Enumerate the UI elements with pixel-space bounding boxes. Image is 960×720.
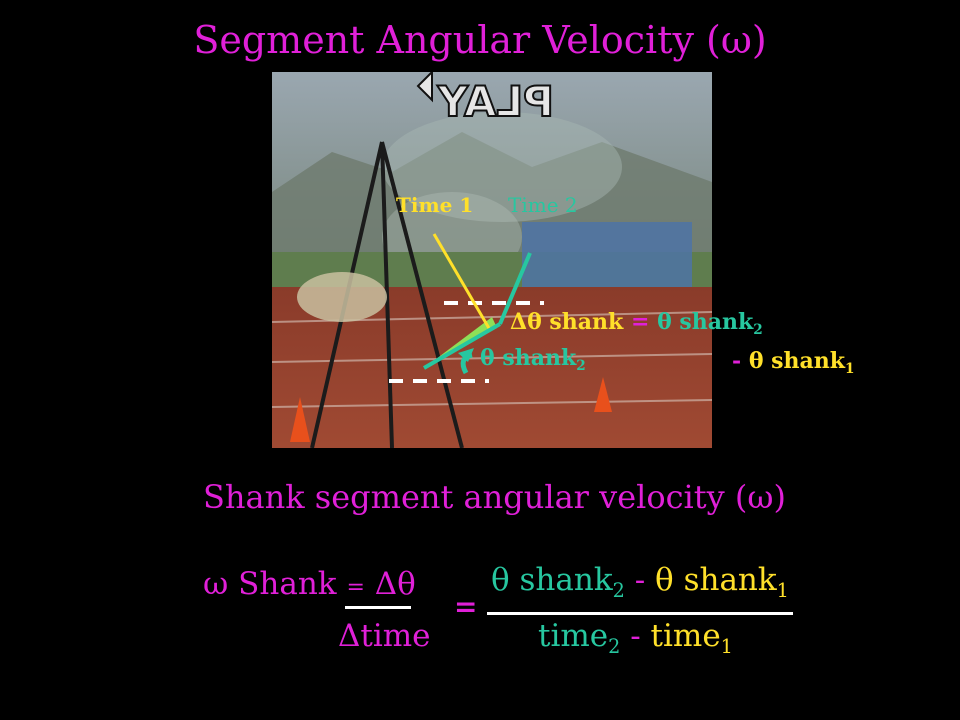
play-overlay-text: PLAY bbox=[437, 77, 554, 126]
formula-denominator: time2 - time1 bbox=[538, 618, 733, 658]
time2-label: Time 2 bbox=[508, 193, 578, 217]
shank-time1-line bbox=[432, 233, 492, 331]
equals-sign: = bbox=[454, 590, 478, 623]
subtitle: Shank segment angular velocity (ω) bbox=[203, 478, 786, 516]
formula-numerator: θ shank2 - θ shank1 bbox=[491, 562, 789, 602]
delta-theta-numerator: Δθ bbox=[374, 566, 416, 602]
slide-title: Segment Angular Velocity (ω) bbox=[193, 18, 767, 62]
shank-time2-line bbox=[498, 252, 532, 325]
omega-formula-left: ω Shank = Δθ bbox=[203, 566, 416, 602]
track-photo: PLAY bbox=[272, 72, 712, 448]
delta-theta-equation: Δθ shank = θ shank2 bbox=[510, 309, 763, 338]
minus-theta-shank1: - θ shank1 bbox=[732, 348, 855, 377]
delta-time-denominator: Δtime bbox=[338, 618, 431, 654]
omega-shank-text: ω Shank bbox=[203, 566, 337, 602]
delta-theta-text: Δθ shank bbox=[510, 309, 624, 335]
fraction-bar-left bbox=[345, 606, 411, 609]
time1-label: Time 1 bbox=[396, 193, 474, 217]
play-arrow-icon bbox=[416, 72, 433, 103]
fraction-bar-right bbox=[487, 612, 793, 615]
theta-shank2-label: θ shank2 bbox=[480, 345, 586, 374]
